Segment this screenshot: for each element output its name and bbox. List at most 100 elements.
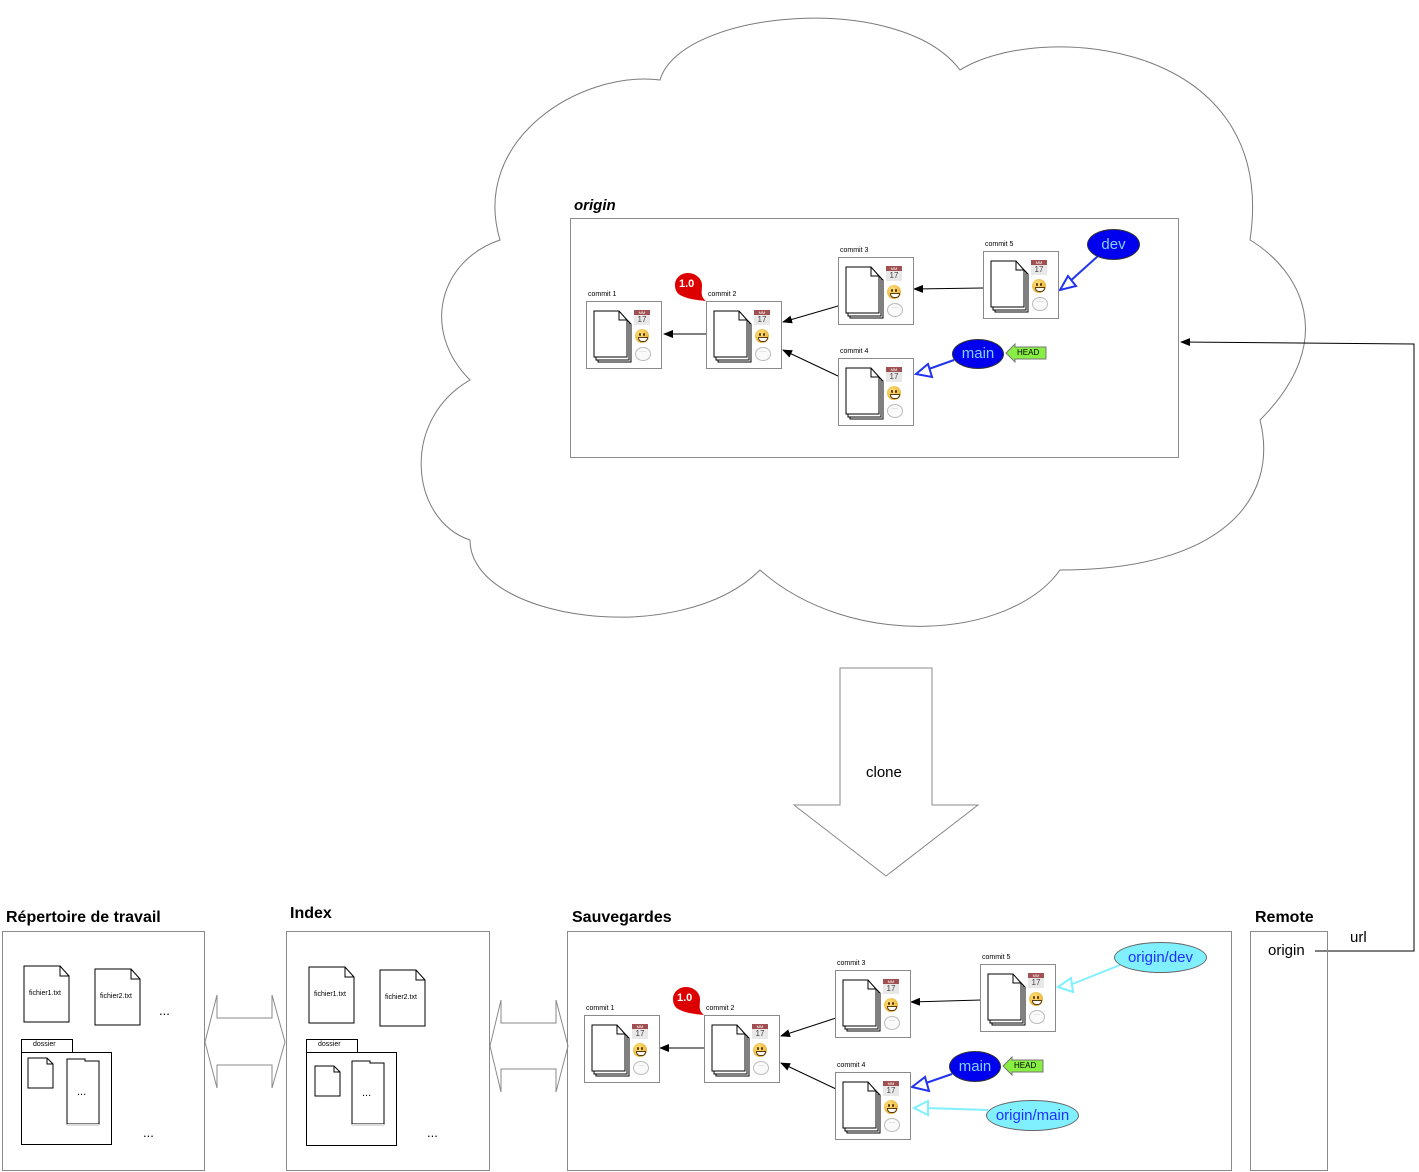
calendar-icon: MM 17 [883, 979, 899, 995]
commit-box[interactable]: MM 17 ··· [704, 1015, 780, 1083]
message-bubble-icon: ··· [887, 303, 903, 317]
remote-branch-origin-dev[interactable]: origin/dev [1114, 942, 1207, 973]
folder-dossier[interactable]: dossier ... [20, 1039, 114, 1149]
commit-label: commit 2 [706, 1005, 735, 1012]
calendar-icon: MM 17 [1028, 973, 1044, 989]
message-bubble-icon: ··· [887, 404, 903, 418]
commit-box[interactable]: MM 17 ··· [838, 257, 914, 325]
message-bubble-icon: ··· [884, 1016, 900, 1030]
author-smiley-icon [633, 1043, 647, 1057]
branch-main[interactable]: main [952, 339, 1004, 369]
author-smiley-icon [635, 329, 649, 343]
local-branch-pointers [909, 964, 1121, 1117]
files-stack-icon [987, 973, 1026, 1026]
calendar-icon: MM 17 [886, 266, 902, 282]
message-bubble-icon: ··· [753, 1061, 769, 1075]
local-commit-edges [659, 997, 982, 1090]
message-bubble-icon: ··· [884, 1118, 900, 1132]
author-smiley-icon [755, 329, 769, 343]
index-title: Index [290, 905, 332, 922]
url-connector [1180, 338, 1415, 952]
clone-arrow-shape [792, 667, 980, 877]
tag-marker[interactable]: 1.0 [674, 272, 706, 301]
remote-repo-panel [570, 218, 1179, 458]
author-smiley-icon [887, 285, 901, 299]
files-stack-icon [845, 266, 884, 319]
author-smiley-icon [1032, 279, 1046, 293]
message-bubble-icon: ··· [755, 347, 771, 361]
local-repo-title: Sauvegardes [572, 909, 672, 926]
file-fichier1[interactable]: fichier1.txt [308, 966, 356, 1029]
remote-commit-edges [663, 284, 984, 377]
files-stack-icon [591, 1024, 630, 1077]
calendar-icon: MM 17 [754, 310, 770, 326]
files-stack-icon [713, 310, 752, 363]
local-repo-panel [567, 931, 1232, 1171]
author-smiley-icon [884, 998, 898, 1012]
commit-box[interactable]: MM 17 ··· [835, 1072, 911, 1140]
tag-label: 1.0 [677, 992, 693, 1004]
tag-marker[interactable]: 1.0 [672, 986, 704, 1015]
commit-label: commit 1 [586, 1005, 615, 1012]
commit-box[interactable]: MM 17 ··· [706, 301, 782, 369]
calendar-icon: MM 17 [634, 310, 650, 326]
head-pointer[interactable]: HEAD [1005, 343, 1047, 363]
working-dir-panel: fichier1.txt fichier2.txt ... dossier ..… [2, 931, 205, 1171]
author-smiley-icon [753, 1043, 767, 1057]
calendar-icon: MM 17 [886, 367, 902, 383]
branch-main[interactable]: main [949, 1051, 1001, 1082]
message-bubble-icon: ··· [1029, 1010, 1045, 1024]
clone-label: clone [866, 764, 902, 781]
calendar-icon: MM 17 [752, 1024, 768, 1040]
commit-box[interactable]: MM 17 ··· [586, 301, 662, 369]
calendar-icon: MM 17 [632, 1024, 648, 1040]
double-arrow-index-saves [489, 999, 569, 1093]
author-smiley-icon [887, 386, 901, 400]
head-pointer[interactable]: HEAD [1002, 1056, 1044, 1076]
head-label: HEAD [1017, 348, 1040, 357]
commit-box[interactable]: MM 17 ··· [983, 251, 1059, 319]
commit-label: commit 3 [837, 960, 866, 967]
commit-box[interactable]: MM 17 ··· [980, 964, 1056, 1032]
branch-dev[interactable]: dev [1087, 229, 1140, 260]
head-label: HEAD [1014, 1061, 1037, 1070]
index-panel: fichier1.txt fichier2.txt dossier ... ..… [286, 931, 490, 1171]
remote-entry-origin[interactable]: origin [1268, 942, 1305, 959]
ellipsis: ... [143, 1125, 154, 1140]
commit-box[interactable]: MM 17 ··· [835, 970, 911, 1038]
commit-box[interactable]: MM 17 ··· [584, 1015, 660, 1083]
calendar-icon: MM 17 [883, 1081, 899, 1097]
commit-label: commit 1 [588, 291, 617, 298]
commit-label: commit 5 [985, 241, 1014, 248]
files-stack-icon [593, 310, 632, 363]
file-fichier2[interactable]: fichier2.txt [94, 968, 142, 1031]
remotes-panel [1250, 931, 1328, 1171]
files-stack-icon [990, 260, 1029, 313]
files-stack-icon [842, 1081, 881, 1134]
files-stack-icon [842, 979, 881, 1032]
folder-dossier[interactable]: dossier ... [305, 1039, 399, 1149]
remote-branch-origin-main[interactable]: origin/main [986, 1100, 1079, 1131]
commit-label: commit 4 [840, 348, 869, 355]
message-bubble-icon: ··· [635, 347, 651, 361]
files-stack-icon [845, 367, 884, 420]
file-fichier2[interactable]: fichier2.txt [379, 969, 427, 1032]
remotes-title: Remote [1255, 909, 1314, 926]
working-dir-title: Répertoire de travail [6, 909, 161, 926]
url-label: url [1350, 929, 1367, 946]
author-smiley-icon [884, 1100, 898, 1114]
commit-box[interactable]: MM 17 ··· [838, 358, 914, 426]
commit-label: commit 3 [840, 247, 869, 254]
files-stack-icon [711, 1024, 750, 1077]
ellipsis: ... [159, 1003, 170, 1018]
remote-repo-title: origin [574, 197, 616, 214]
message-bubble-icon: ··· [1032, 297, 1048, 311]
remote-branch-pointers [913, 255, 1099, 379]
commit-label: commit 2 [708, 291, 737, 298]
file-fichier1[interactable]: fichier1.txt [23, 965, 71, 1028]
author-smiley-icon [1029, 992, 1043, 1006]
calendar-icon: MM 17 [1031, 260, 1047, 276]
commit-label: commit 4 [837, 1062, 866, 1069]
ellipsis: ... [427, 1125, 438, 1140]
double-arrow-wd-index [204, 994, 286, 1089]
